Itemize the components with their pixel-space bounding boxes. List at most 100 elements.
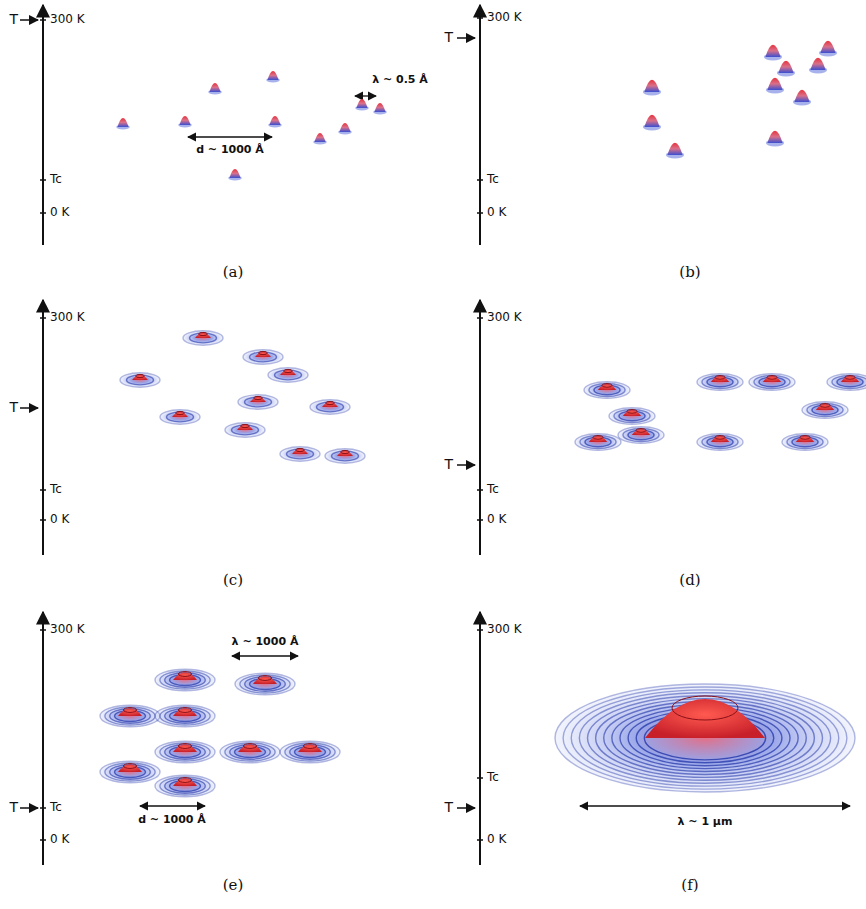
- axis-label: 0 K: [487, 833, 506, 846]
- axis-label: 300 K: [487, 311, 522, 324]
- wave-packet: [120, 373, 160, 387]
- panel-caption: (f): [681, 877, 698, 894]
- atom-cone: [643, 115, 661, 131]
- temperature-marker: T: [9, 400, 18, 415]
- wave-packet: [609, 408, 655, 425]
- atom-cone: [338, 123, 351, 135]
- dimension-arrow: [355, 95, 376, 96]
- dimension-arrow: [140, 805, 205, 806]
- wave-packet: [268, 368, 308, 382]
- axis-tick: [477, 489, 483, 491]
- wave-packet: [155, 705, 215, 727]
- wave-packet: [575, 434, 621, 451]
- dimension-arrow: [232, 655, 298, 656]
- axis-label: 300 K: [50, 623, 85, 636]
- wave-packet: [160, 410, 200, 424]
- axis-tick: [477, 629, 483, 631]
- temperature-marker: T: [444, 30, 453, 45]
- axis-label: Tc: [487, 483, 499, 496]
- panel-caption: (a): [223, 264, 244, 281]
- wave-packet: [325, 449, 365, 463]
- dimension-label: d ~ 1000 Å: [196, 144, 264, 156]
- wave-packet: [100, 761, 160, 783]
- wave-packet: [238, 395, 278, 409]
- dimension-label: λ ~ 0.5 Å: [372, 74, 428, 86]
- wave-packet: [280, 447, 320, 461]
- axis-tick: [477, 17, 483, 19]
- axis-tick: [40, 179, 46, 181]
- panel-caption: (e): [223, 877, 244, 894]
- temperature-axis: [479, 612, 481, 865]
- axis-tick: [40, 212, 46, 214]
- atom-cone: [809, 58, 827, 74]
- temperature-marker: T: [444, 800, 453, 815]
- atom-cone: [643, 80, 661, 96]
- axis-label: 300 K: [50, 13, 85, 26]
- wave-packet: [618, 427, 664, 444]
- panel-caption: (b): [679, 264, 700, 281]
- wave-packet: [802, 402, 848, 419]
- atom-cone: [766, 78, 784, 94]
- wave-packet: [280, 741, 340, 763]
- axis-label: 0 K: [487, 206, 506, 219]
- axis-label: 0 K: [50, 513, 69, 526]
- axis-label: Tc: [50, 483, 62, 496]
- wave-packet: [584, 382, 630, 399]
- atom-cone: [666, 143, 684, 159]
- wave-packet: [697, 374, 743, 391]
- panel-caption: (d): [679, 572, 700, 589]
- axis-label: Tc: [50, 801, 62, 814]
- axis-label: Tc: [50, 173, 62, 186]
- axis-tick: [40, 19, 46, 21]
- axis-tick: [477, 179, 483, 181]
- atom-cone: [793, 90, 811, 106]
- axis-tick: [477, 519, 483, 521]
- temperature-pointer: [20, 407, 38, 409]
- temperature-pointer: [457, 807, 475, 809]
- temperature-axis: [42, 612, 44, 865]
- dimension-arrow: [580, 805, 850, 806]
- temperature-axis: [479, 300, 481, 555]
- temperature-marker: T: [9, 12, 18, 27]
- wave-packet: [310, 400, 350, 414]
- wave-packet: [100, 705, 160, 727]
- atom-cone: [766, 131, 784, 147]
- wave-packet: [220, 741, 280, 763]
- axis-label: 0 K: [487, 513, 506, 526]
- atom-cone: [355, 99, 368, 111]
- atom-cone: [178, 116, 191, 128]
- wave-packet: [827, 374, 866, 391]
- temperature-pointer: [457, 37, 475, 39]
- axis-tick: [40, 629, 46, 631]
- atom-cone: [266, 71, 279, 83]
- dimension-label: λ ~ 1000 Å: [232, 636, 299, 648]
- axis-tick: [40, 317, 46, 319]
- temperature-axis: [42, 300, 44, 555]
- temperature-axis: [42, 5, 44, 245]
- dimension-label: d ~ 1000 Å: [138, 814, 206, 826]
- temperature-axis: [479, 5, 481, 245]
- axis-tick: [477, 777, 483, 779]
- wave-packet: [155, 775, 215, 797]
- atom-cone: [228, 169, 241, 181]
- axis-tick: [477, 212, 483, 214]
- axis-label: 0 K: [50, 833, 69, 846]
- wave-packet: [749, 374, 795, 391]
- wave-packet: [697, 434, 743, 451]
- atom-cone: [208, 83, 221, 95]
- atom-cone: [268, 116, 281, 128]
- axis-label: Tc: [487, 173, 499, 186]
- wave-packet: [225, 423, 265, 437]
- axis-label: Tc: [487, 771, 499, 784]
- dimension-label: λ ~ 1 μm: [678, 816, 733, 828]
- axis-tick: [40, 807, 46, 809]
- axis-tick: [477, 839, 483, 841]
- wave-packet: [155, 741, 215, 763]
- temperature-marker: T: [9, 800, 18, 815]
- temperature-marker: T: [444, 457, 453, 472]
- axis-tick: [477, 317, 483, 319]
- dimension-arrow: [188, 136, 272, 137]
- temperature-pointer: [457, 464, 475, 466]
- atom-cone: [313, 133, 326, 145]
